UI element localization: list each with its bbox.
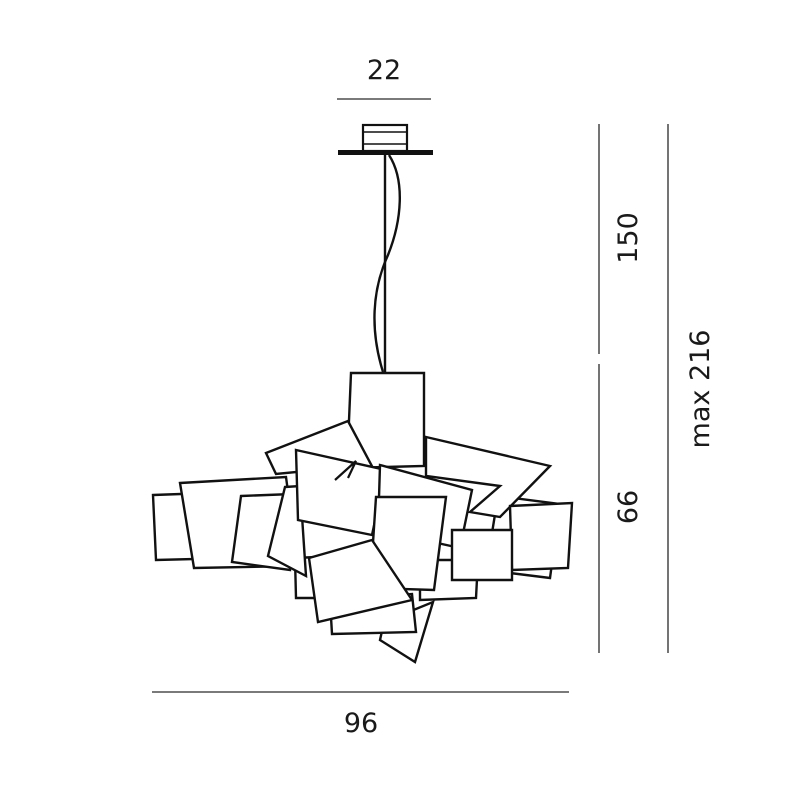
max-height-dimension: max 216 bbox=[667, 124, 716, 653]
max-height-label: max 216 bbox=[685, 330, 716, 449]
body-width-dimension: 96 bbox=[152, 691, 569, 739]
canopy-width-label: 22 bbox=[367, 55, 401, 86]
plate-front-bottom bbox=[307, 538, 414, 624]
canopy-cup bbox=[361, 123, 409, 153]
lamp-body bbox=[151, 371, 574, 664]
body-width-label: 96 bbox=[344, 708, 378, 739]
plate-right-mid bbox=[450, 528, 514, 582]
cable-length-label: 150 bbox=[613, 212, 644, 264]
cable-length-dimension: 150 bbox=[598, 124, 644, 354]
suspension bbox=[373, 154, 401, 374]
plate-right-wing bbox=[424, 435, 553, 519]
body-height-label: 66 bbox=[613, 490, 644, 524]
ceiling-canopy bbox=[338, 123, 433, 155]
power-cord bbox=[373, 154, 401, 373]
plate-right-front bbox=[508, 501, 574, 572]
body-height-dimension: 66 bbox=[598, 364, 644, 653]
canopy-width-dimension: 22 bbox=[337, 55, 431, 100]
canopy-plate bbox=[338, 150, 433, 155]
